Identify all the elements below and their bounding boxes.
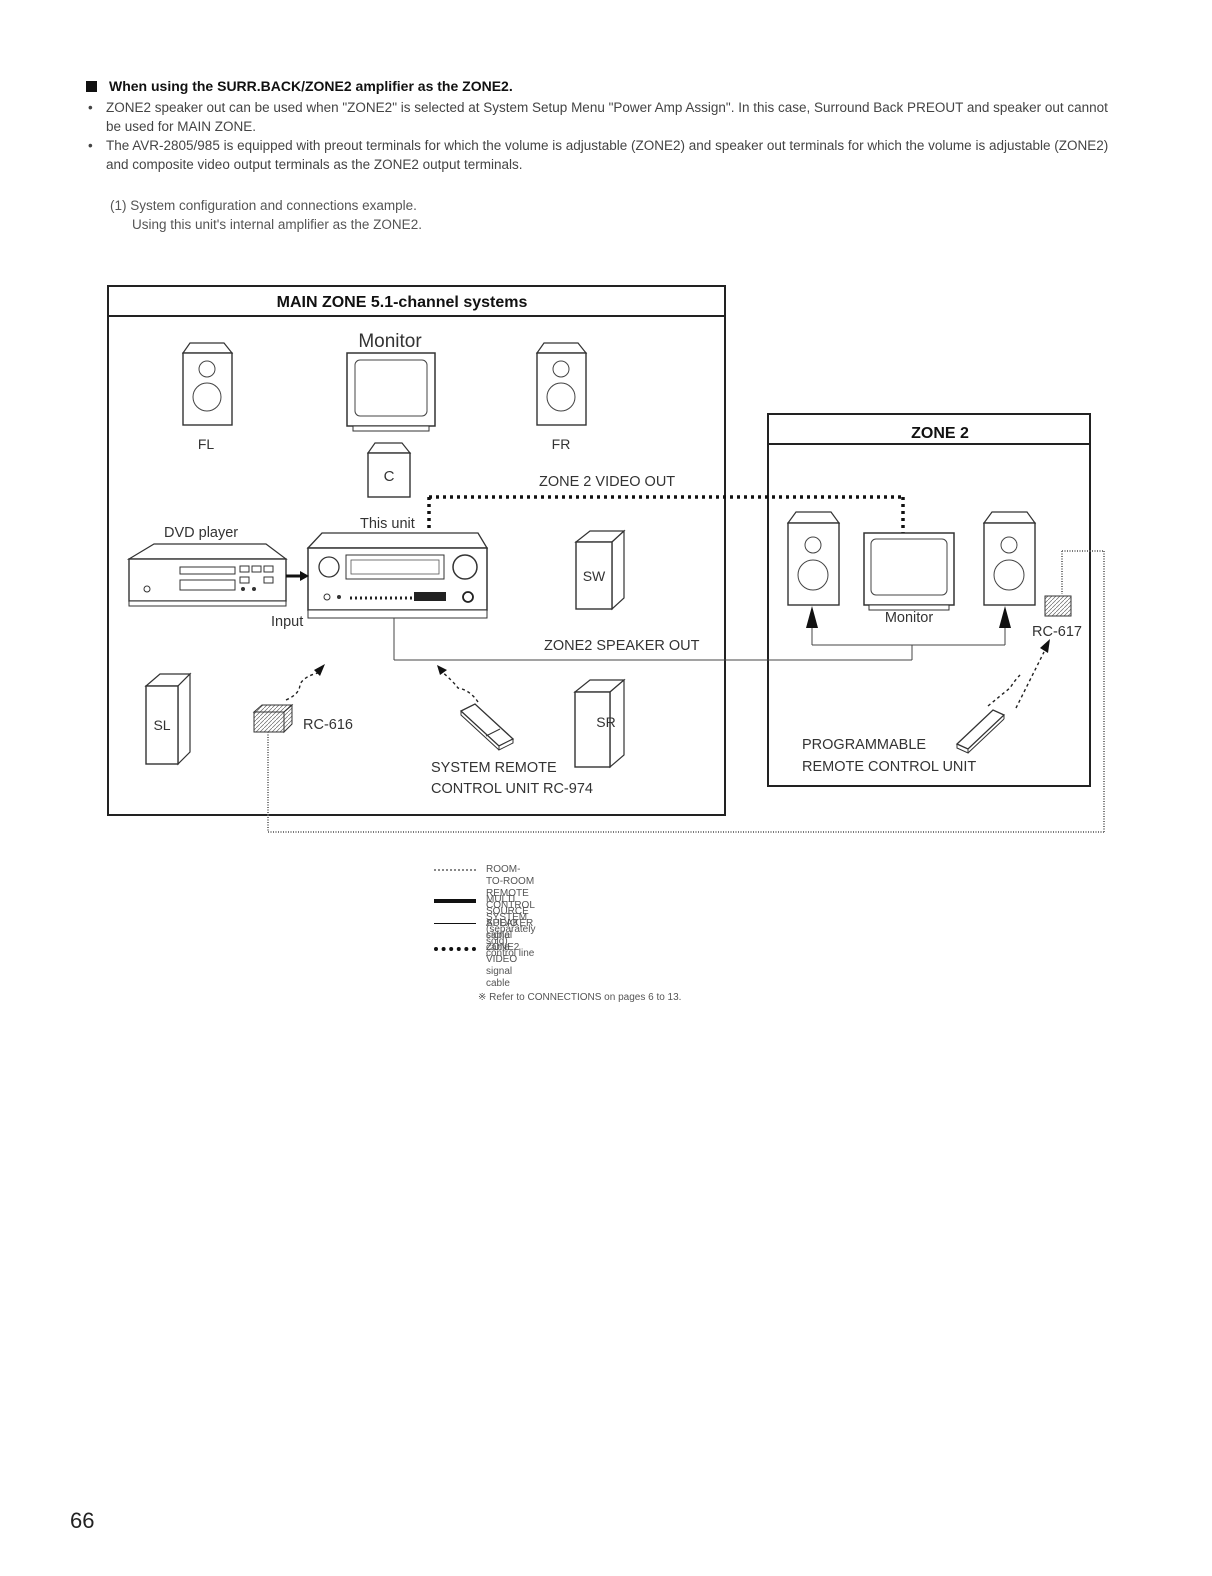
- legend-text: ROOM-TO-ROOM REMOTE CONTROL SYSTEM: [486, 864, 535, 923]
- surround-left-speaker: SL: [144, 672, 192, 766]
- main-monitor-label: Monitor: [358, 331, 422, 352]
- thin-line-swatch: [434, 923, 476, 924]
- sr-label: SR: [596, 714, 615, 730]
- dvd-player-label: DVD player: [164, 525, 238, 541]
- legend-text: SPEAKER cable: [486, 918, 534, 941]
- zone2-left-speaker: [786, 511, 841, 606]
- bullet-list: ZONE2 speaker out can be used when "ZONE…: [86, 98, 1126, 174]
- heavy-dotted-swatch: [434, 947, 476, 951]
- legend-text: ZONE2 VIDEO signal cable: [486, 942, 520, 989]
- zone2-video-cable: [427, 495, 905, 535]
- zone2-right-speaker: [982, 511, 1037, 606]
- ir-signal-programmable: [987, 639, 1050, 709]
- ir-signal-rc974: [437, 665, 479, 703]
- rc617-sensor: [1044, 595, 1072, 617]
- step-text: (1) System configuration and connections…: [110, 196, 422, 234]
- room-to-room-control-line: [267, 550, 1105, 833]
- center-speaker: C: [366, 442, 412, 498]
- thick-line-swatch: [434, 899, 476, 903]
- heading-text: When using the SURR.BACK/ZONE2 amplifier…: [109, 78, 513, 94]
- programmable-remote: [955, 709, 1006, 754]
- legend-text: MULTI SOURCE AUDIO signal cable: [486, 894, 529, 953]
- programmable-label-1: PROGRAMMABLE: [802, 737, 926, 753]
- programmable-label-2: REMOTE CONTROL UNIT: [802, 759, 976, 775]
- zone2-monitor: [863, 532, 955, 611]
- front-left-speaker: [181, 342, 234, 426]
- zone2-video-out-label: ZONE 2 VIDEO OUT: [539, 474, 675, 490]
- bullet-item: ZONE2 speaker out can be used when "ZONE…: [86, 98, 1126, 136]
- rc617-label: RC-617: [1032, 624, 1082, 640]
- system-remote-rc974: [459, 703, 515, 751]
- c-label: C: [384, 468, 395, 485]
- reference-note: ※ Refer to CONNECTIONS on pages 6 to 13.: [478, 992, 682, 1003]
- bullet-item: The AVR-2805/985 is equipped with preout…: [86, 136, 1126, 174]
- surround-right-speaker: SR: [573, 678, 626, 769]
- zone2-box: ZONE 2: [767, 413, 1091, 787]
- dvd-player: [126, 543, 288, 607]
- ir-signal-rc616: [285, 664, 325, 701]
- zone2-monitor-label: Monitor: [885, 610, 934, 626]
- dotted-line-swatch: [434, 869, 476, 871]
- system-remote-label-1: SYSTEM REMOTE: [431, 760, 557, 776]
- fl-label: FL: [198, 436, 215, 452]
- av-receiver: [306, 532, 489, 619]
- legend-subtext: (separately sold) control line: [486, 924, 536, 959]
- square-bullet-icon: [86, 81, 97, 92]
- rc616-sensor: [252, 703, 294, 734]
- step-line-1: (1) System configuration and connections…: [110, 198, 417, 213]
- sl-label: SL: [153, 717, 170, 733]
- zone2-title: ZONE 2: [911, 425, 969, 442]
- front-right-speaker: [535, 342, 588, 426]
- input-label: Input: [271, 614, 303, 630]
- system-remote-label-2: CONTROL UNIT RC-974: [431, 781, 593, 797]
- rc616-label: RC-616: [303, 717, 353, 733]
- zone2-speaker-cable: [393, 606, 1011, 661]
- page-number: 66: [70, 1508, 95, 1533]
- fr-label: FR: [552, 436, 571, 452]
- main-monitor: [346, 352, 436, 432]
- main-zone-title: MAIN ZONE 5.1-channel systems: [277, 294, 528, 311]
- zone2-speaker-out-label: ZONE2 SPEAKER OUT: [544, 638, 700, 654]
- subwoofer: SW: [574, 529, 626, 611]
- sw-label: SW: [583, 568, 606, 584]
- section-heading: When using the SURR.BACK/ZONE2 amplifier…: [86, 78, 513, 94]
- step-line-2: Using this unit's internal amplifier as …: [132, 217, 422, 232]
- this-unit-label: This unit: [360, 516, 415, 532]
- audio-input-cable: [286, 571, 309, 581]
- main-zone-box: MAIN ZONE 5.1-channel systems: [107, 285, 726, 816]
